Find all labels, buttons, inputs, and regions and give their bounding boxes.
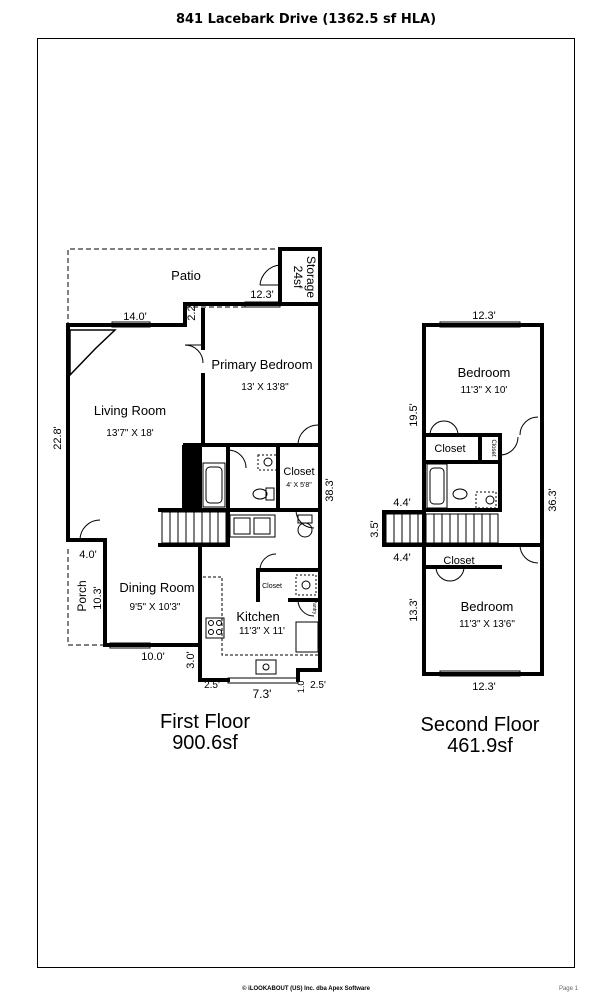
first-floor-area: 900.6sf xyxy=(172,732,238,754)
dining-room-size: 9'5" X 10'3" xyxy=(130,602,181,613)
first-floor-caption: First Floor 900.6sf xyxy=(130,712,280,754)
kitchen-label: Kitchen xyxy=(236,609,279,624)
second-floor-bath xyxy=(426,463,497,509)
primary-bedroom-size: 13' X 13'8" xyxy=(241,382,289,393)
living-room-size: 13'7" X 18' xyxy=(106,428,153,439)
dim-porch-height: 10.3' xyxy=(92,586,104,610)
dim-2f-stair-bottom: 4.4' xyxy=(393,552,410,564)
closet-top-label: Closet xyxy=(434,443,465,455)
second-floor-walls xyxy=(382,323,544,676)
patio-outline xyxy=(67,248,280,646)
dim-left-height: 22.8' xyxy=(52,426,64,450)
chimney-block xyxy=(182,445,202,510)
dim-porch-top: 4.0' xyxy=(79,549,96,561)
footer-credit: © iLOOKABOUT (US) Inc. dba Apex Software xyxy=(242,986,370,992)
dim-right-height: 38.3' xyxy=(324,478,336,502)
bedroom-top-size: 11'3" X 10' xyxy=(461,385,508,396)
page-number: Page 1 xyxy=(558,986,578,992)
bedroom-top-label: Bedroom xyxy=(458,365,511,380)
dim-2f-bottom-width: 12.3' xyxy=(472,681,496,693)
second-floor-title: Second Floor xyxy=(420,714,540,736)
small-closet-label: Closet xyxy=(262,583,282,590)
small-closet-label-2f: Closet xyxy=(490,439,496,456)
dim-2f-stair-height: 3.5' xyxy=(369,520,381,537)
drawing-frame xyxy=(37,38,575,968)
fireplace-icon xyxy=(69,329,117,377)
dim-kitchen-bottom: 7.3' xyxy=(253,687,272,701)
dim-kitchen-right-offset: 2.5' xyxy=(310,680,326,691)
living-room-label: Living Room xyxy=(94,403,166,418)
porch-label: Porch xyxy=(75,580,89,611)
bath-fixtures xyxy=(202,454,320,675)
pantry-label: Pantry xyxy=(311,600,317,615)
second-floor-area: 461.9sf xyxy=(447,735,513,757)
first-floor-plan: Patio Storage 24sf Primary Bedroom 13' X… xyxy=(52,247,336,701)
closet-label: Closet xyxy=(283,466,314,478)
storage-area-label: 24sf xyxy=(291,266,305,289)
bedroom-bottom-label: Bedroom xyxy=(461,599,514,614)
closet-size: 4' X 5'8" xyxy=(286,482,312,489)
dim-offset-top: 2.2' xyxy=(186,303,198,320)
second-floor-stairs xyxy=(385,513,499,544)
dim-dining-bottom: 10.0' xyxy=(141,651,165,663)
dim-kitchen-small: 1.0' xyxy=(296,679,306,694)
document-title: 841 Lacebark Drive (1362.5 sf HLA) xyxy=(175,12,437,27)
second-floor-plan: Bedroom 11'3" X 10' Closet Closet Closet… xyxy=(369,310,559,693)
primary-bedroom-label: Primary Bedroom xyxy=(211,357,312,372)
storage-label: Storage xyxy=(304,256,318,298)
bedroom-bottom-size: 11'3" X 13'6" xyxy=(459,619,515,630)
dim-2f-bottom-height: 13.3' xyxy=(408,598,420,622)
dim-2f-top-height: 19.5' xyxy=(408,403,420,427)
second-floor-windows xyxy=(439,321,521,677)
first-floor-doors xyxy=(79,264,319,617)
closet-bottom-label: Closet xyxy=(443,555,474,567)
dim-patio-right: 12.3' xyxy=(250,289,274,301)
dim-kitchen-left-offset: 2.5' xyxy=(204,680,220,691)
dim-living-top: 14.0' xyxy=(123,311,147,323)
second-floor-caption: Second Floor 461.9sf xyxy=(405,715,555,757)
dim-kitchen-step: 3.0' xyxy=(185,651,197,668)
kitchen-size: 11'3" X 11' xyxy=(239,626,285,637)
first-floor-stairs xyxy=(161,511,227,544)
first-floor-title: First Floor xyxy=(160,711,250,733)
dim-2f-right-height: 36.3' xyxy=(547,488,559,512)
dining-room-label: Dining Room xyxy=(119,580,194,595)
first-floor-windows xyxy=(109,301,299,684)
dim-2f-top-width: 12.3' xyxy=(472,310,496,322)
patio-label: Patio xyxy=(171,268,201,283)
second-floor-doors xyxy=(429,416,539,582)
dim-2f-stair-top: 4.4' xyxy=(393,497,410,509)
